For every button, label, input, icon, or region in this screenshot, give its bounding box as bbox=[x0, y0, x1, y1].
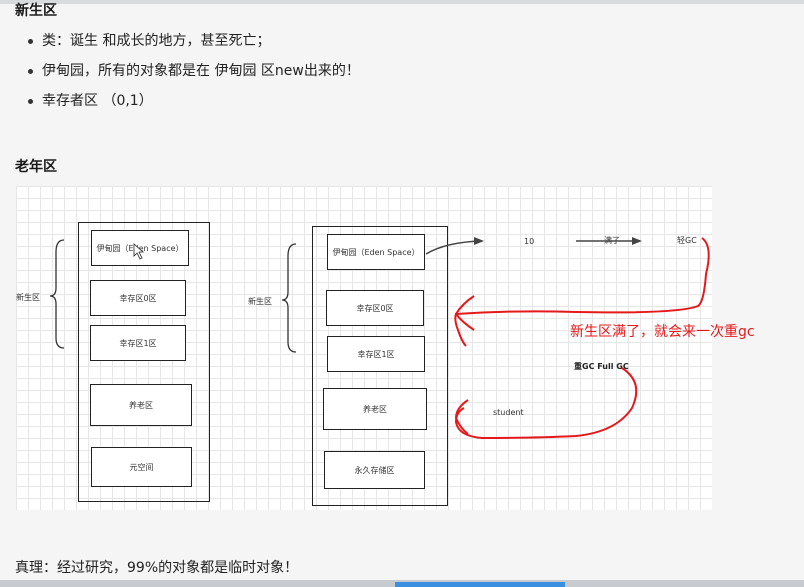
left-metaspace-box: 元空间 bbox=[91, 447, 192, 487]
list-item: 幸存者区 （0,1） bbox=[28, 90, 360, 120]
diagram-strokes bbox=[49, 237, 710, 440]
arrow-head-icon bbox=[632, 237, 642, 245]
right-survivor0-box: 幸存区0区 bbox=[326, 290, 424, 326]
list-item: 类：诞生 和成长的地方，甚至死亡； bbox=[28, 30, 360, 60]
right-heap-outline bbox=[312, 226, 448, 506]
top-edge bbox=[0, 0, 804, 4]
right-brace-label: 新生区 bbox=[248, 297, 272, 306]
footer-truth: 真理：经过研究，99%的对象都是临时对象！ bbox=[15, 560, 299, 576]
right-eden-box: 伊甸园（Eden Space） bbox=[327, 234, 425, 270]
light-gc-label: 轻GC bbox=[677, 236, 697, 245]
right-survivor1-box: 幸存区1区 bbox=[327, 336, 425, 372]
cursor-icon bbox=[133, 243, 145, 260]
red-arrow-head-icon bbox=[454, 295, 475, 331]
young-generation-list: 类：诞生 和成长的地方，甚至死亡； 伊甸园，所有的对象都是在 伊甸园 区new出… bbox=[28, 30, 360, 120]
right-old-box: 养老区 bbox=[323, 388, 427, 430]
right-perm-box: 永久存储区 bbox=[324, 451, 425, 489]
list-item: 伊甸园，所有的对象都是在 伊甸园 区new出来的！ bbox=[28, 60, 360, 90]
red-loop-stroke bbox=[454, 237, 710, 347]
eden-out-arrow bbox=[425, 240, 483, 255]
left-brace-label: 新生区 bbox=[16, 293, 40, 302]
video-progress-fill[interactable] bbox=[395, 582, 565, 587]
heavy-gc-label: 重GC Full GC bbox=[574, 362, 629, 371]
left-brace-icon bbox=[49, 239, 65, 349]
object-count-label: 10 bbox=[524, 237, 535, 246]
left-survivor1-box: 幸存区1区 bbox=[90, 325, 186, 361]
arrow-head-icon bbox=[474, 237, 484, 245]
heading-young-generation: 新生区 bbox=[15, 3, 57, 19]
red-heavy-gc-stroke bbox=[454, 367, 638, 440]
left-survivor0-box: 幸存区0区 bbox=[90, 280, 186, 316]
student-label: student bbox=[493, 408, 524, 417]
left-heap-outline bbox=[78, 222, 210, 502]
left-old-box: 养老区 bbox=[90, 384, 192, 426]
right-brace-icon bbox=[281, 243, 297, 353]
red-arrow-head-icon bbox=[454, 399, 469, 435]
left-eden-box: 伊甸园（Eden Space） bbox=[91, 230, 189, 266]
heap-diagram: 伊甸园（Eden Space） 幸存区0区 幸存区1区 养老区 元空间 新生区 … bbox=[16, 186, 755, 510]
red-annotation: 新生区满了，就会来一次重gc bbox=[570, 324, 755, 340]
heading-old-generation: 老年区 bbox=[15, 159, 57, 175]
